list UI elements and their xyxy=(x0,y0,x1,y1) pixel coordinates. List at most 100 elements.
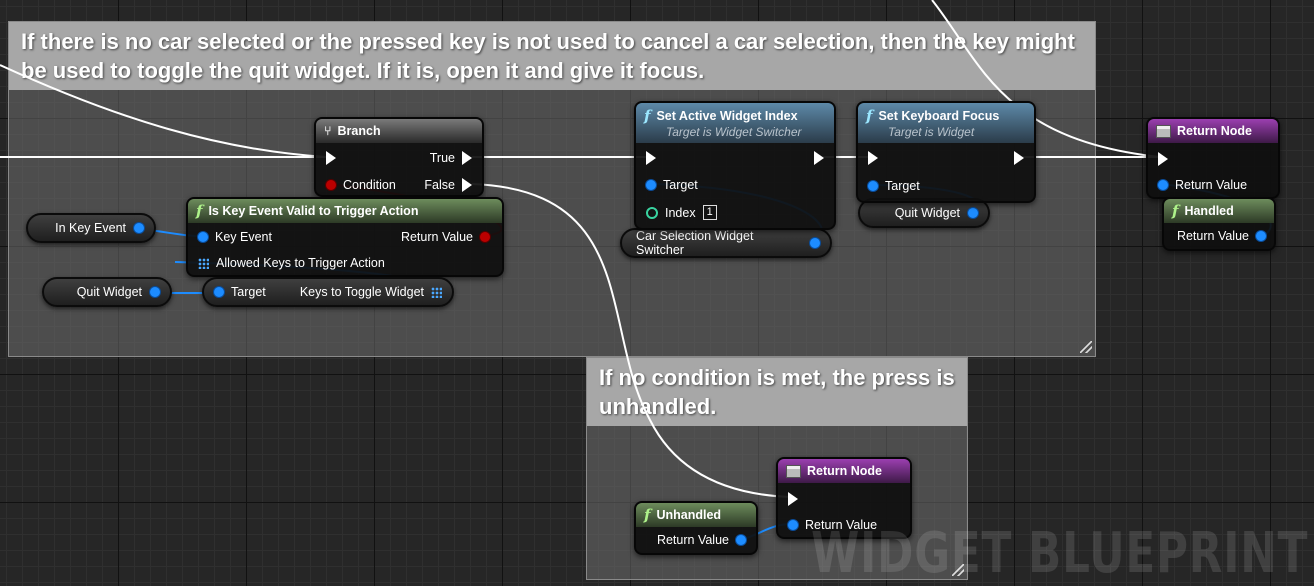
object-pin-icon[interactable] xyxy=(868,181,878,191)
return-top-exec-in[interactable] xyxy=(1158,152,1168,166)
branch-false-pin[interactable]: False xyxy=(424,178,472,192)
bool-pin-icon[interactable] xyxy=(326,180,336,190)
keys-toggle-label: Keys to Toggle Widget xyxy=(299,285,424,299)
set-keyboard-focus-node[interactable]: f Set Keyboard Focus Target is Widget Tar… xyxy=(856,101,1036,203)
return-bottom-title: Return Node xyxy=(807,464,882,478)
quit-widget-getter-focus[interactable]: Quit Widget xyxy=(858,198,990,228)
struct-pin-icon[interactable] xyxy=(736,535,746,545)
index-value-field[interactable]: 1 xyxy=(702,205,717,220)
quit-widget-label-focus: Quit Widget xyxy=(894,206,960,220)
is-key-event-valid-title: Is Key Event Valid to Trigger Action xyxy=(208,204,419,218)
set-keyboard-focus-subtitle: Target is Widget xyxy=(888,125,975,139)
resize-grip-top[interactable] xyxy=(1080,341,1092,353)
branch-title: Branch xyxy=(337,124,381,138)
object-pin-icon[interactable] xyxy=(646,180,656,190)
exec-out-icon[interactable] xyxy=(1014,151,1024,165)
exec-out-icon[interactable] xyxy=(814,151,824,165)
quit-widget-label-left: Quit Widget xyxy=(76,285,142,299)
return-bottom-value-label: Return Value xyxy=(805,518,878,532)
struct-pin-icon[interactable] xyxy=(134,223,144,233)
branch-condition-pin[interactable]: Condition xyxy=(326,178,396,192)
struct-pin-icon[interactable] xyxy=(1256,231,1266,241)
is-key-return-label: Return Value xyxy=(400,230,473,244)
return-icon xyxy=(1156,124,1171,138)
quit-widget-getter-left[interactable]: Quit Widget xyxy=(42,277,172,307)
return-node-bottom-header: Return Node xyxy=(778,459,910,483)
exec-out-icon[interactable] xyxy=(462,178,472,192)
return-bottom-value-pin[interactable]: Return Value xyxy=(788,518,877,532)
set-keyboard-focus-target-pin[interactable]: Target xyxy=(868,179,920,193)
function-icon: f xyxy=(644,107,651,125)
exec-in-icon[interactable] xyxy=(868,151,878,165)
object-pin-icon[interactable] xyxy=(150,287,160,297)
unhandled-title: Unhandled xyxy=(656,508,722,522)
function-icon: f xyxy=(866,107,873,125)
handled-return-pin[interactable]: Return Value xyxy=(1177,229,1266,243)
return-top-value-label: Return Value xyxy=(1175,178,1248,192)
object-pin-icon[interactable] xyxy=(810,238,820,248)
key-event-label: Key Event xyxy=(215,230,272,244)
handled-return-label: Return Value xyxy=(1176,229,1249,243)
object-pin-icon[interactable] xyxy=(968,208,978,218)
set-active-index-exec-in[interactable] xyxy=(646,151,656,165)
branch-node[interactable]: ⑂ Branch True Condition False xyxy=(314,117,484,197)
branch-node-header: ⑂ Branch xyxy=(316,119,482,143)
resize-grip-bottom[interactable] xyxy=(952,564,964,576)
branch-icon: ⑂ xyxy=(324,124,332,138)
branch-false-label: False xyxy=(424,178,455,192)
return-icon xyxy=(786,464,801,478)
set-active-index-target-pin[interactable]: Target xyxy=(646,178,698,192)
keys-toggle-target-pin[interactable]: Target xyxy=(214,285,266,299)
exec-out-icon[interactable] xyxy=(462,151,472,165)
set-active-index-exec-out[interactable] xyxy=(814,151,824,165)
return-node-bottom[interactable]: Return Node Return Value xyxy=(776,457,912,539)
unhandled-node[interactable]: f Unhandled Return Value xyxy=(634,501,758,555)
comment-text-top[interactable]: If there is no car selected or the press… xyxy=(9,22,1095,90)
widget-blueprint-watermark: WIDGET BLUEPRINT xyxy=(811,521,1308,586)
in-key-event-getter[interactable]: In Key Event xyxy=(26,213,156,243)
set-active-index-target-label: Target xyxy=(663,178,698,192)
set-keyboard-focus-exec-in[interactable] xyxy=(868,151,878,165)
struct-pin-icon[interactable] xyxy=(198,232,208,242)
keys-toggle-output-pin[interactable]: Keys to Toggle Widget xyxy=(300,285,442,299)
comment-text-bottom[interactable]: If no condition is met, the press is unh… xyxy=(587,358,967,426)
return-node-top-header: Return Node xyxy=(1148,119,1278,143)
set-keyboard-focus-exec-out[interactable] xyxy=(1014,151,1024,165)
branch-true-label: True xyxy=(429,151,455,165)
return-node-top[interactable]: Return Node Return Value xyxy=(1146,117,1280,199)
branch-exec-in[interactable] xyxy=(326,151,336,165)
car-selection-switcher-getter[interactable]: Car Selection Widget Switcher xyxy=(620,228,832,258)
array-pin-icon[interactable] xyxy=(431,286,442,298)
array-pin-icon[interactable] xyxy=(198,257,209,269)
is-key-return-pin[interactable]: Return Value xyxy=(401,230,490,244)
exec-in-icon[interactable] xyxy=(326,151,336,165)
unhandled-return-pin[interactable]: Return Value xyxy=(657,533,746,547)
struct-pin-icon[interactable] xyxy=(1158,180,1168,190)
in-key-event-label: In Key Event xyxy=(55,221,126,235)
exec-in-icon[interactable] xyxy=(646,151,656,165)
keys-to-toggle-widget-node[interactable]: Target Keys to Toggle Widget xyxy=(202,277,454,307)
branch-true-pin[interactable]: True xyxy=(430,151,472,165)
set-keyboard-focus-target-label: Target xyxy=(885,179,920,193)
set-keyboard-focus-title: Set Keyboard Focus xyxy=(878,109,1000,123)
exec-in-icon[interactable] xyxy=(788,492,798,506)
struct-pin-icon[interactable] xyxy=(788,520,798,530)
int-pin-icon[interactable] xyxy=(646,206,658,219)
return-bottom-exec-in[interactable] xyxy=(788,492,798,506)
return-top-value-pin[interactable]: Return Value xyxy=(1158,178,1247,192)
allowed-keys-pin[interactable]: Allowed Keys to Trigger Action xyxy=(198,256,385,270)
branch-condition-label: Condition xyxy=(343,178,396,192)
return-top-title: Return Node xyxy=(1177,124,1252,138)
bool-pin-icon[interactable] xyxy=(480,232,490,242)
function-icon: f xyxy=(644,506,651,524)
exec-in-icon[interactable] xyxy=(1158,152,1168,166)
object-pin-icon[interactable] xyxy=(214,287,224,297)
key-event-pin[interactable]: Key Event xyxy=(198,230,272,244)
